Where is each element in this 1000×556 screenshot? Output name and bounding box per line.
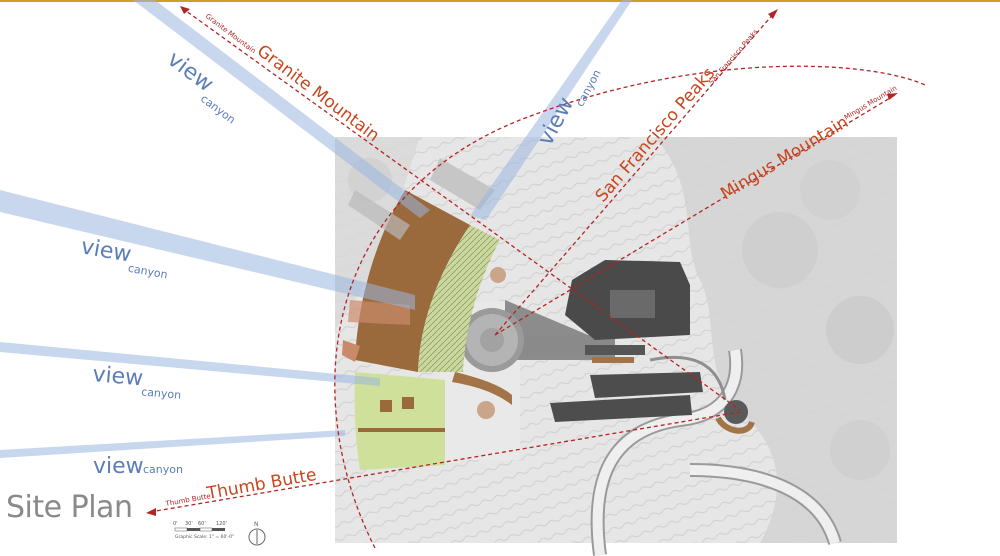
scale-tick-120: 120' [216, 521, 227, 527]
san-francisco-peaks-small-label: San Francisco Peaks [707, 28, 760, 87]
svg-text:canyon: canyon [141, 385, 182, 401]
top-accent-rule [0, 0, 1000, 2]
sightlines [149, 7, 926, 549]
svg-text:Mingus Mountain: Mingus Mountain [843, 84, 898, 122]
scale-tick-0: 0' [173, 521, 178, 527]
scale-caption: Graphic Scale: 1" = 60'-0" [175, 534, 234, 540]
svg-text:canyon: canyon [127, 262, 169, 282]
courtyard [440, 267, 615, 460]
svg-text:canyon: canyon [143, 463, 183, 476]
scale-tick-30: 30' [185, 521, 193, 527]
north-letter: N [254, 521, 259, 528]
view-label-1: view canyon [162, 47, 238, 127]
view-label-5: view canyon [93, 454, 183, 479]
view-label-4: view canyon [91, 362, 182, 402]
svg-text:Thumb Butte: Thumb Butte [204, 465, 318, 504]
svg-text:view: view [91, 362, 144, 391]
view-corridors [0, 0, 632, 458]
page-title: Site Plan [6, 490, 133, 525]
buildings [550, 260, 755, 434]
roads [590, 348, 842, 556]
scale-tick-60: 60' [198, 521, 206, 527]
svg-text:canyon: canyon [198, 92, 238, 126]
graphic-scale: 0' 30' 60' 120' Graphic Scale: 1" = 60'-… [173, 521, 234, 540]
north-arrow-icon: N [248, 521, 266, 546]
thumb-butte-label: Thumb Butte [204, 465, 318, 504]
svg-text:San Francisco Peaks: San Francisco Peaks [707, 28, 760, 87]
curved-building [342, 158, 500, 470]
site-base-map [335, 137, 897, 543]
sightline-arrowheads [146, 6, 898, 516]
svg-text:view: view [93, 454, 144, 479]
mingus-mountain-small-label: Mingus Mountain [843, 84, 898, 122]
